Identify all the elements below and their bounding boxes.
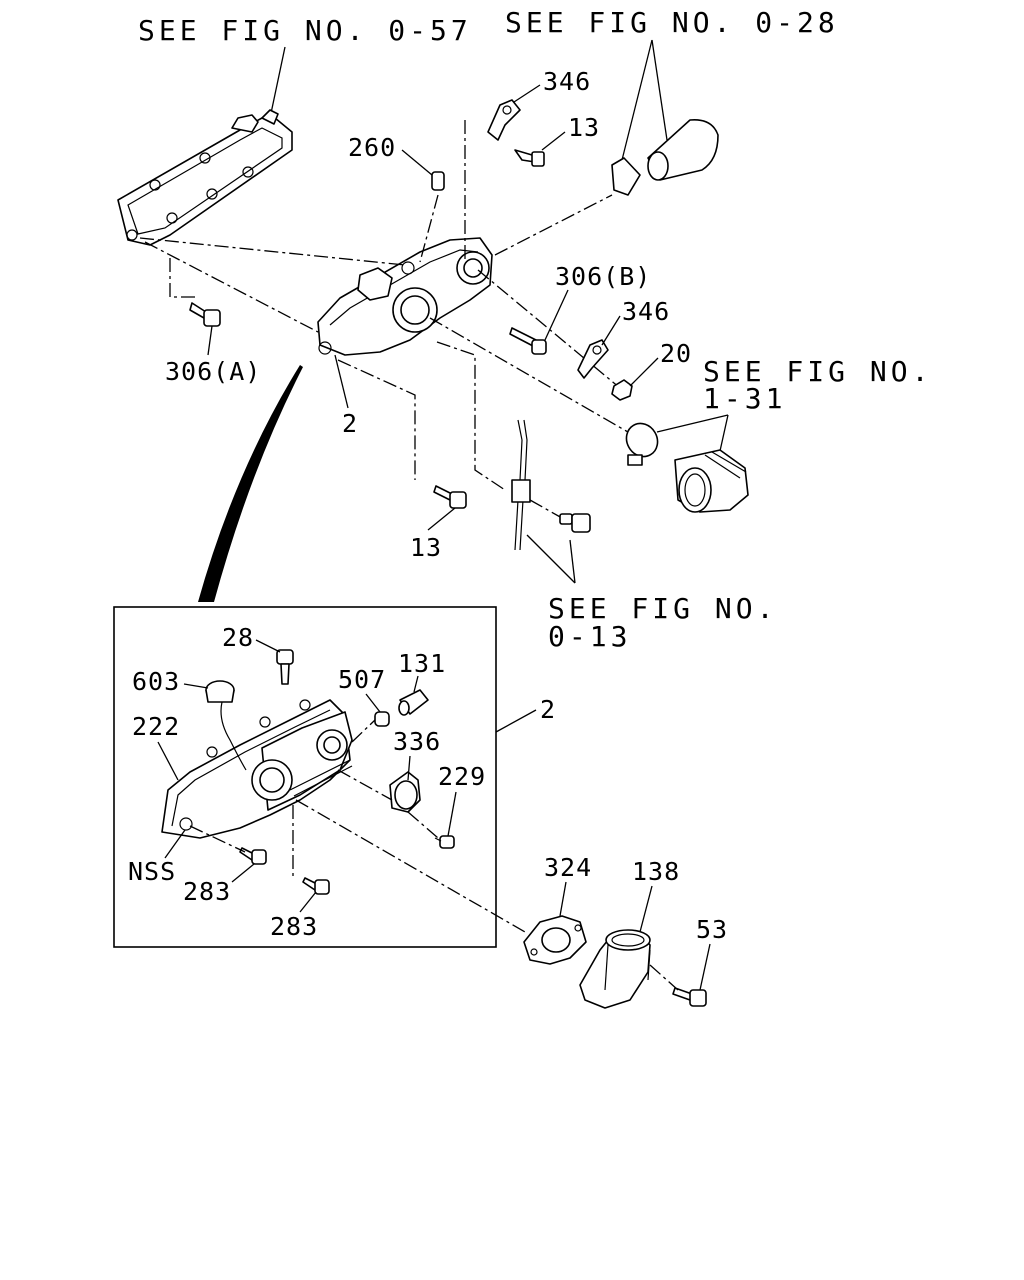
label-part-28: 28	[222, 623, 254, 652]
intake-manifold-gasket-shape	[117, 109, 293, 246]
bolt-13-top-shape	[514, 149, 545, 167]
label-part-131: 131	[398, 649, 446, 678]
clamp-band-shape	[625, 422, 659, 466]
reference-leaders	[269, 39, 729, 584]
nut-20-shape	[611, 379, 633, 401]
detail-view-frame	[113, 606, 497, 948]
bolt-306a-shape	[189, 302, 221, 327]
label-part-336: 336	[393, 727, 441, 756]
label-part-20: 20	[660, 339, 692, 368]
detail-callout-arrow	[198, 365, 303, 602]
assembly-dash-line-bolt-53	[649, 964, 679, 991]
bolt-13-bottom-shape	[433, 485, 467, 509]
label-part-2-main: 2	[342, 409, 358, 438]
sleeve-260-shape	[431, 171, 445, 191]
cable-bracket-shape	[511, 419, 591, 551]
label-part-nss: NSS	[128, 857, 176, 886]
assembly-dash-lines-detail	[189, 719, 526, 933]
bolt-306b-shape	[509, 327, 547, 355]
detail-sensor-603-shape	[205, 680, 247, 771]
label-part-324: 324	[544, 853, 592, 882]
label-part-2-detail: 2	[540, 695, 556, 724]
label-part-138: 138	[632, 857, 680, 886]
bolt-53-shape	[672, 987, 707, 1007]
label-part-346-top: 346	[543, 67, 591, 96]
assembly-dash-lines-upper	[139, 120, 629, 519]
throttle-body-assembly-shape	[317, 237, 493, 356]
label-part-283-a: 283	[183, 877, 231, 906]
water-outlet-138-shape	[579, 929, 651, 1009]
detail-actuator-336-shape	[389, 771, 421, 813]
label-part-260: 260	[348, 133, 396, 162]
reference-fig-0-57: SEE FIG NO. 0-57	[138, 14, 472, 47]
label-part-13-bottom: 13	[410, 533, 442, 562]
detail-bolt-283-b-shape	[302, 877, 330, 895]
air-duct-1-31-shape	[674, 449, 749, 513]
reference-fig-0-13-line1: SEE FIG NO.	[548, 592, 777, 625]
detail-cap-507-shape	[374, 711, 390, 727]
detail-bolt-28-shape	[276, 649, 294, 685]
gasket-324-shape	[523, 915, 587, 965]
bracket-346-mid-shape	[577, 339, 609, 379]
label-part-306b: 306(B)	[555, 262, 651, 291]
intake-hose-shape	[611, 118, 719, 196]
label-part-507: 507	[338, 665, 386, 694]
reference-fig-0-28: SEE FIG NO. 0-28	[505, 6, 839, 39]
bracket-346-top-shape	[487, 99, 521, 141]
reference-fig-1-31-line1: SEE FIG NO.	[703, 355, 932, 388]
label-part-283-b: 283	[270, 912, 318, 941]
label-part-346-mid: 346	[622, 297, 670, 326]
label-part-53: 53	[696, 915, 728, 944]
label-part-603: 603	[132, 667, 180, 696]
reference-fig-1-31-line2: 1-31	[703, 382, 786, 415]
label-part-13-top: 13	[568, 113, 600, 142]
reference-fig-0-13-line2: 0-13	[548, 620, 631, 653]
detail-sleeve-131-shape	[398, 689, 429, 716]
detail-throttle-body-shape	[161, 699, 353, 839]
label-part-306a: 306(A)	[165, 357, 261, 386]
detail-screw-229-shape	[434, 835, 455, 849]
label-part-222: 222	[132, 712, 180, 741]
detail-bolt-283-a-shape	[239, 847, 267, 865]
label-part-229: 229	[438, 762, 486, 791]
